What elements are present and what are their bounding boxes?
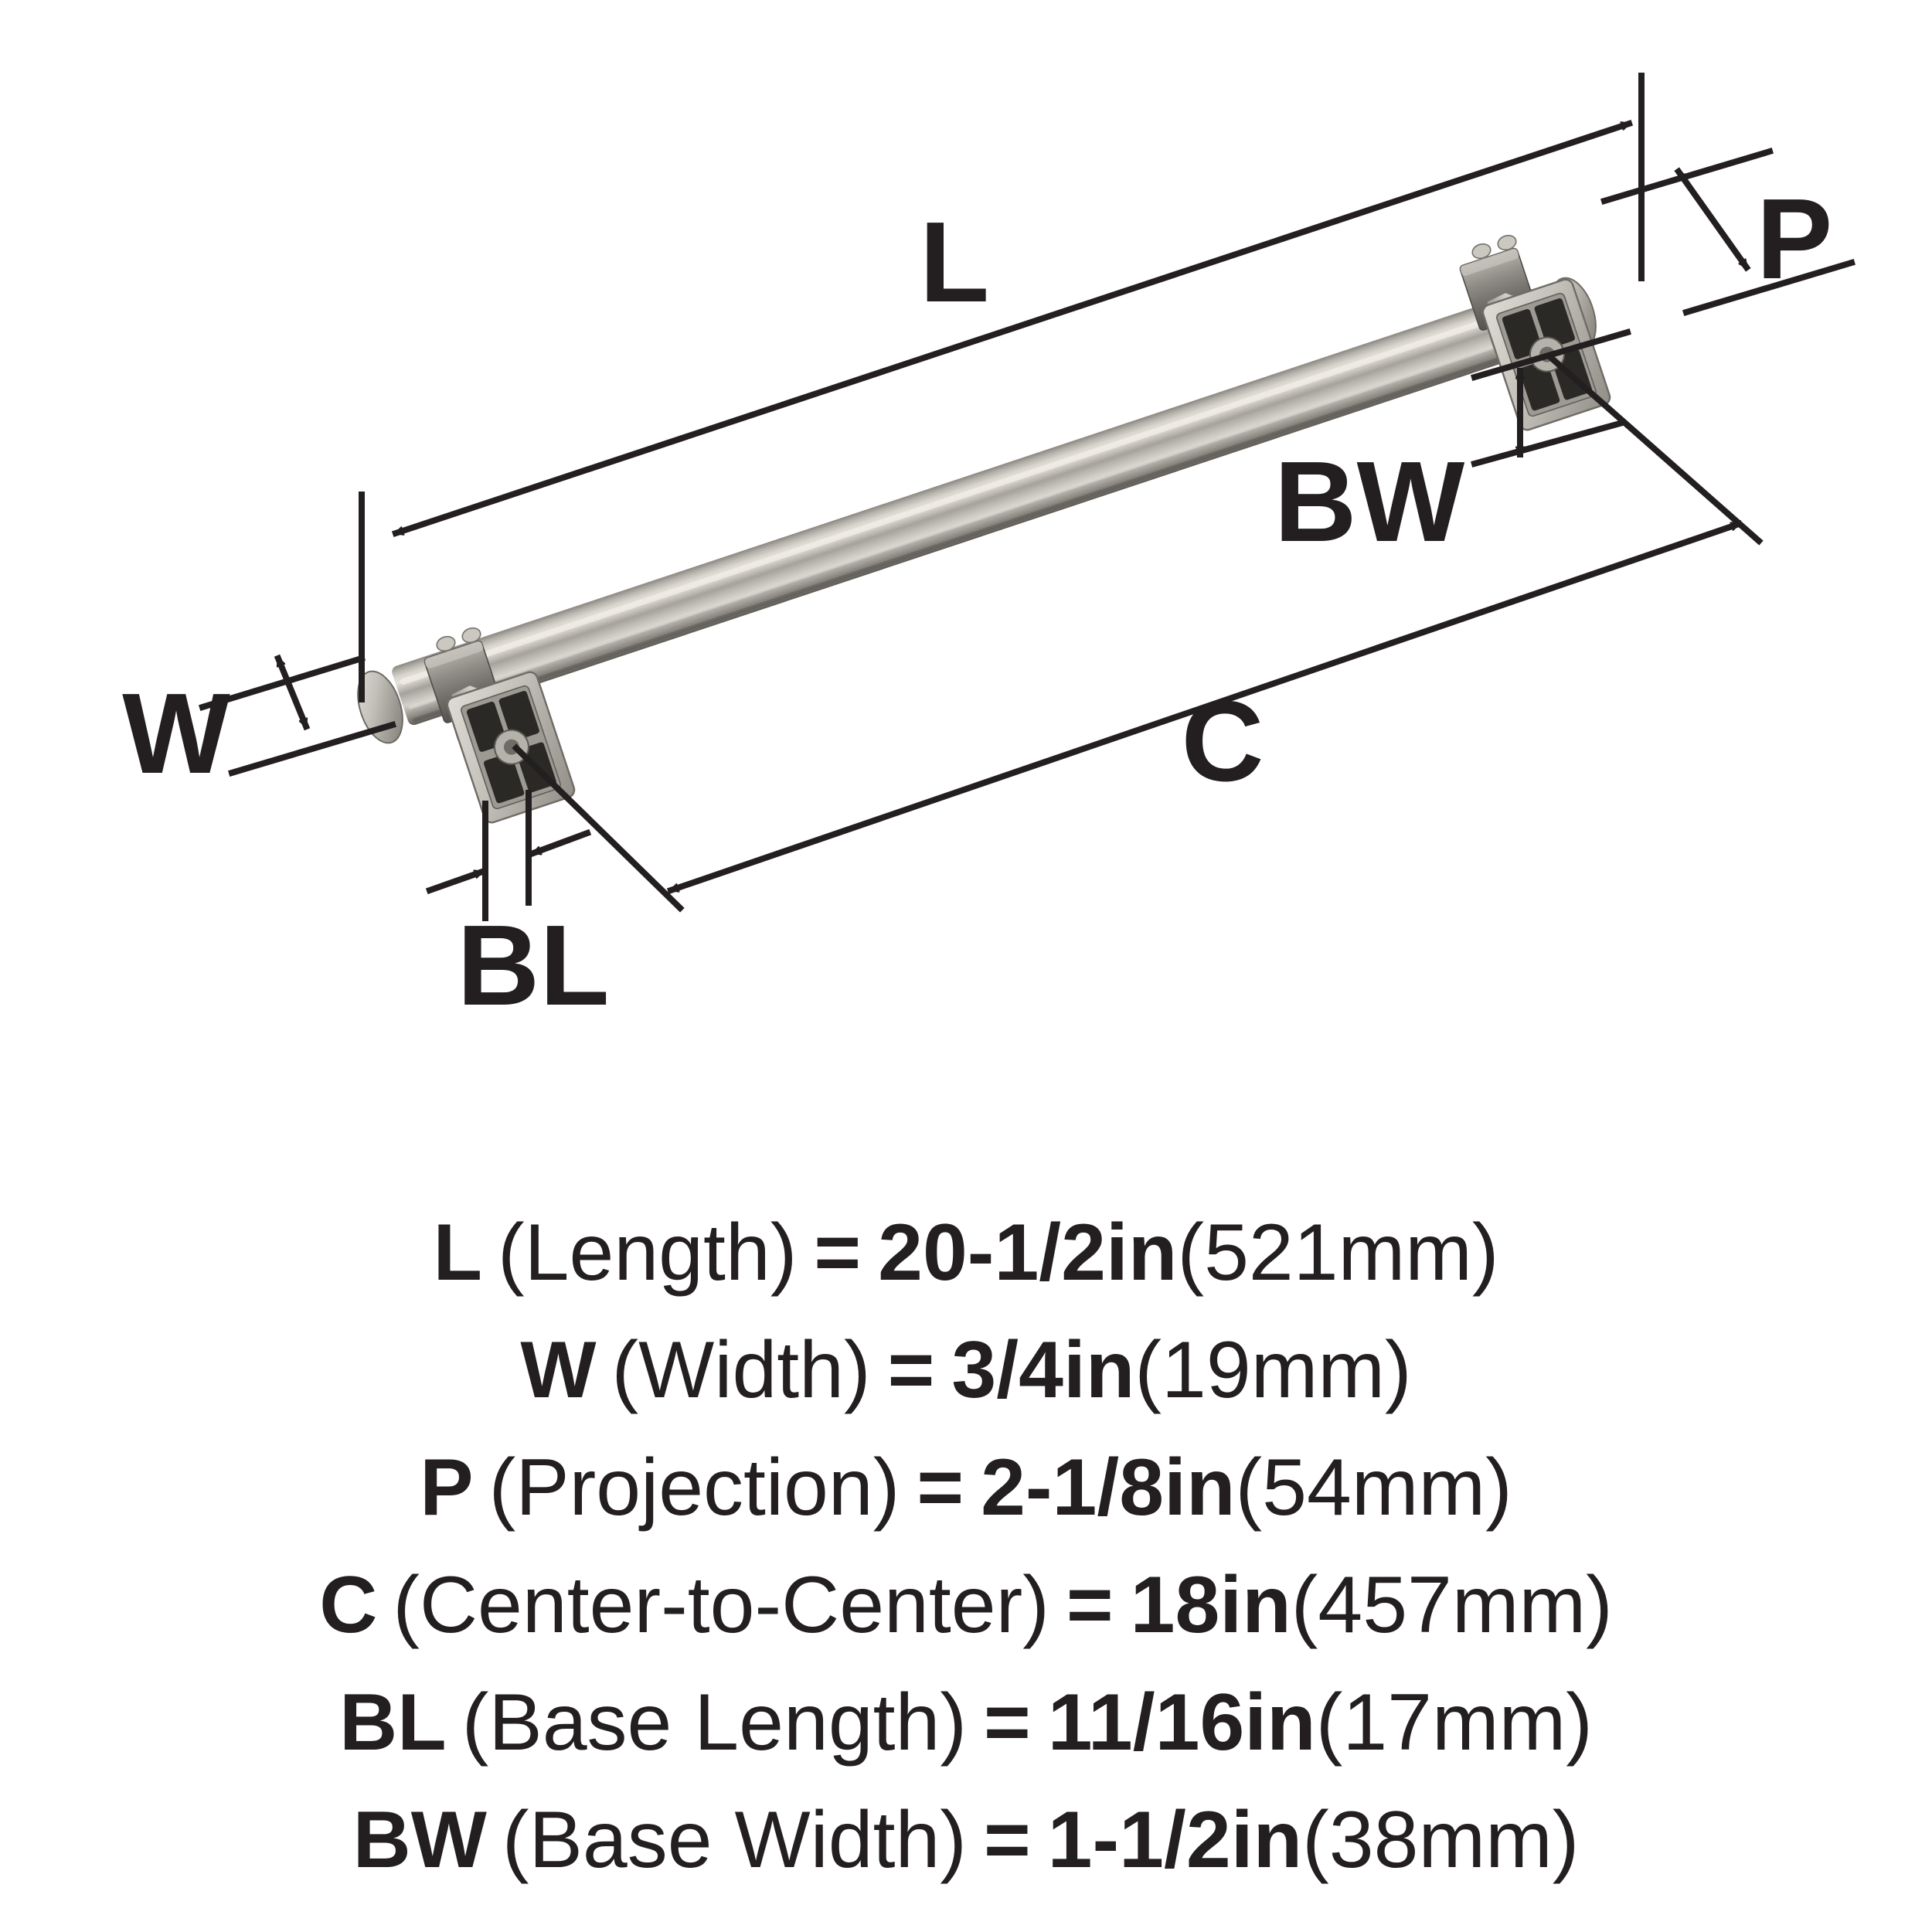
- spec-equals-base-width: =: [983, 1795, 1031, 1885]
- leader-C-left: [512, 743, 685, 913]
- dimension-labels: L W P C BL BW: [122, 175, 1832, 1029]
- spec-row-center-to-center: C (Center-to-Center) = 18in (457mm): [319, 1546, 1613, 1664]
- spec-equals-center-to-center: =: [1066, 1560, 1114, 1650]
- label-L: L: [920, 199, 989, 326]
- spec-row-projection: P (Projection) = 2-1/8in (54mm): [420, 1429, 1512, 1546]
- spec-name-base-length: (Base Length): [461, 1678, 968, 1767]
- dim-arrow-BL-right: [529, 828, 592, 858]
- label-C: C: [1182, 678, 1264, 805]
- label-BL: BL: [457, 902, 609, 1029]
- dimension-BL: [425, 790, 592, 921]
- spec-imperial-center-to-center: 18in: [1130, 1560, 1291, 1650]
- dim-line-W: [274, 654, 311, 731]
- spec-imperial-length: 20-1/2in: [878, 1208, 1178, 1298]
- spec-row-base-width: BW (Base Width) = 1-1/2in (38mm): [353, 1781, 1580, 1899]
- spec-metric-projection: (54mm): [1235, 1443, 1512, 1532]
- spec-abbr-width: W: [520, 1325, 597, 1415]
- dim-arrow-BL-left: [425, 867, 487, 895]
- spec-row-width: W (Width) = 3/4in (19mm): [520, 1311, 1411, 1429]
- spec-equals-length: =: [814, 1208, 862, 1298]
- spec-abbr-base-length: BL: [339, 1678, 447, 1767]
- label-P: P: [1757, 175, 1833, 303]
- dim-line-L: [391, 119, 1634, 538]
- label-BW: BW: [1274, 438, 1465, 566]
- spec-metric-center-to-center: (457mm): [1291, 1560, 1613, 1650]
- ext-tick-BW-lower: [1471, 420, 1624, 468]
- ext-tick-W-lower: [228, 721, 396, 777]
- left-foot-base: [446, 671, 576, 824]
- dimension-L: [359, 73, 1645, 702]
- dimension-W: [199, 654, 396, 777]
- dimension-P: [1600, 148, 1855, 316]
- spec-metric-width: (19mm): [1134, 1325, 1412, 1415]
- label-W: W: [122, 670, 230, 798]
- spec-name-projection: (Projection): [488, 1443, 900, 1532]
- dim-line-C: [666, 519, 1743, 895]
- specification-list: L (Length) = 20-1/2in (521mm) W (Width) …: [0, 1194, 1932, 1899]
- spec-imperial-base-length: 11/16in: [1047, 1678, 1316, 1767]
- ext-tick-P-lower: [1682, 259, 1855, 316]
- spec-name-length: (Length): [498, 1208, 798, 1298]
- spec-name-base-width: (Base Width): [502, 1795, 967, 1885]
- spec-abbr-length: L: [433, 1208, 483, 1298]
- spec-name-width: (Width): [611, 1325, 871, 1415]
- spec-equals-width: =: [887, 1325, 935, 1415]
- spec-equals-projection: =: [917, 1443, 964, 1532]
- spec-name-center-to-center: (Center-to-Center): [393, 1560, 1049, 1650]
- spec-row-length: L (Length) = 20-1/2in (521mm): [434, 1194, 1499, 1311]
- dimension-C: [512, 352, 1764, 913]
- spec-abbr-center-to-center: C: [319, 1560, 378, 1650]
- spec-abbr-base-width: BW: [352, 1795, 487, 1885]
- spec-imperial-base-width: 1-1/2in: [1047, 1795, 1303, 1885]
- spec-equals-base-length: =: [984, 1678, 1031, 1767]
- ext-tick-P-upper: [1600, 148, 1774, 205]
- product-dimension-diagram: L W P C BL BW: [122, 73, 1855, 1029]
- spec-imperial-projection: 2-1/8in: [981, 1443, 1236, 1532]
- dimension-annotations: [199, 73, 1855, 921]
- spec-metric-base-width: (38mm): [1302, 1795, 1580, 1885]
- spec-metric-length: (521mm): [1177, 1208, 1499, 1298]
- spec-metric-base-length: (17mm): [1315, 1678, 1593, 1767]
- leader-C-right: [1546, 352, 1764, 546]
- dim-line-P: [1674, 167, 1751, 272]
- spec-row-base-length: BL (Base Length) = 11/16in (17mm): [339, 1664, 1593, 1781]
- spec-imperial-width: 3/4in: [951, 1325, 1135, 1415]
- spec-abbr-projection: P: [420, 1443, 474, 1532]
